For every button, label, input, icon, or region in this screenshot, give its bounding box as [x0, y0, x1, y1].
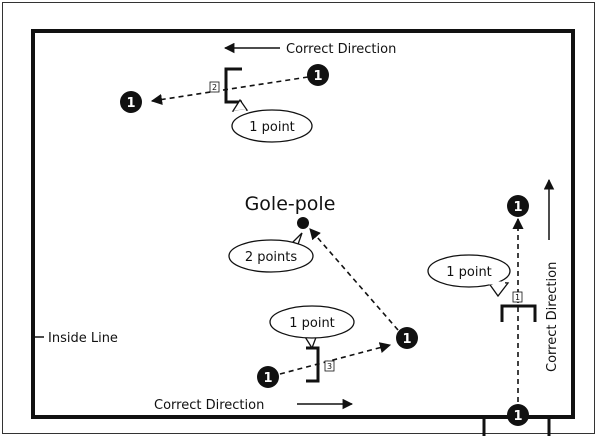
right-score-bubble: 1 point [427, 254, 511, 298]
gate-2-number: 2 [212, 83, 217, 92]
inside-line-label: Inside Line [48, 331, 118, 346]
right-direction-label: Correct Direction [545, 262, 560, 372]
gate-2-number-box [209, 81, 220, 93]
gate-2-hoop [224, 67, 242, 104]
right-start-ball: 1 [507, 404, 529, 426]
right-end-ball: 1 [507, 195, 529, 217]
top-end-ball: 1 [120, 91, 142, 113]
gate-1-number-box [512, 291, 523, 303]
gate-3-number-box [324, 360, 335, 372]
gate-1-number: 1 [515, 293, 520, 302]
bottom-direction-label: Correct Direction [154, 398, 264, 413]
svg-text:1: 1 [263, 371, 272, 386]
bottom-end-ball: 1 [396, 327, 418, 349]
svg-text:1: 1 [513, 200, 522, 215]
svg-text:1: 1 [402, 332, 411, 347]
goal-pole-label: Gole-pole [245, 193, 336, 215]
svg-text:1: 1 [313, 69, 322, 84]
court-boundary [31, 29, 575, 419]
svg-text:1 point: 1 point [289, 316, 335, 331]
center-score-bubble: 2 points [228, 232, 314, 273]
goal-pole [297, 217, 309, 229]
bottom-score-bubble: 1 point [269, 305, 355, 350]
svg-text:1 point: 1 point [249, 120, 295, 135]
svg-text:1: 1 [126, 96, 135, 111]
gate-3-number: 3 [327, 362, 332, 371]
svg-text:1: 1 [513, 409, 522, 424]
bottom-shot-path [279, 342, 392, 375]
top-start-ball: 1 [307, 64, 329, 86]
center-shot-path [309, 228, 399, 331]
bottom-start-ball: 1 [257, 366, 279, 388]
top-score-bubble: 1 point [231, 98, 313, 143]
svg-text:2 points: 2 points [245, 250, 298, 265]
svg-text:1 point: 1 point [446, 265, 492, 280]
top-direction-label: Correct Direction [286, 42, 396, 57]
gate-1-hoop [500, 304, 537, 322]
top-shot-path [150, 76, 309, 106]
